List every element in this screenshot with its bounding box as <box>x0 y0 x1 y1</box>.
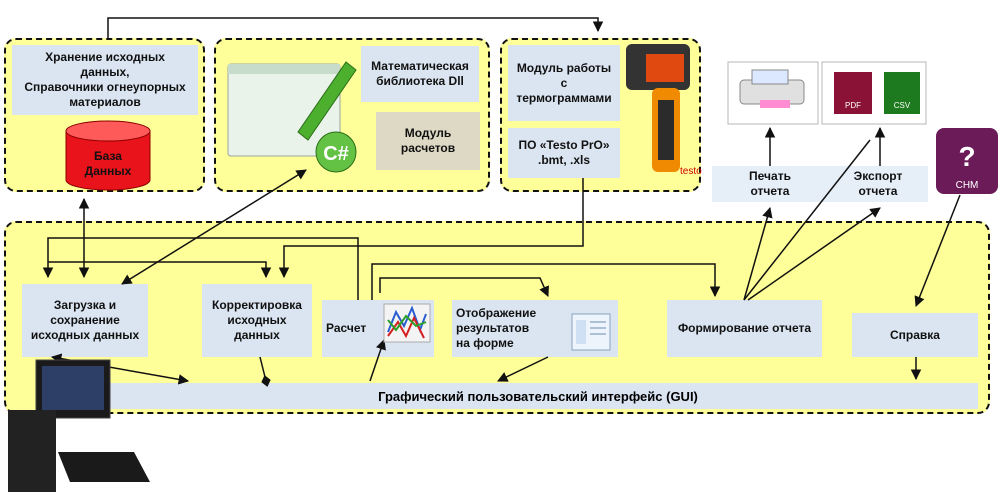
gui-bar: Графический пользовательский интерфейс (… <box>98 383 978 409</box>
storage-title: Хранение исходных данных, Справочники ог… <box>24 50 186 109</box>
load-save-box[interactable]: Загрузка и сохранение исходных данных <box>22 284 148 357</box>
thermo-module-box: Модуль работы с термограммами <box>508 45 620 121</box>
calculation-box[interactable]: Расчет <box>322 300 434 357</box>
help-box[interactable]: Справка <box>852 313 978 357</box>
math-library-box: Математическая библиотека Dll <box>361 46 479 102</box>
svg-text:?: ? <box>958 141 975 172</box>
database-label: База Данных <box>79 148 137 180</box>
chm-icon-label: CHM <box>956 180 979 191</box>
csv-icon-label: CSV <box>894 101 911 110</box>
print-report-box: Печать отчета <box>712 166 828 202</box>
pdf-icon-label: PDF <box>845 101 861 110</box>
storage-title-box: Хранение исходных данных, Справочники ог… <box>12 45 198 115</box>
testo-software-box: ПО «Testo PrO» .bmt, .xls <box>508 128 620 178</box>
form-report-box[interactable]: Формирование отчета <box>667 300 822 357</box>
correct-data-box[interactable]: Корректировка исходных данных <box>202 284 312 357</box>
calc-module-box: Модуль расчетов <box>376 112 480 170</box>
display-results-box[interactable]: Отображение результатов на форме <box>452 300 618 357</box>
export-report-box: Экспорт отчета <box>828 166 928 202</box>
